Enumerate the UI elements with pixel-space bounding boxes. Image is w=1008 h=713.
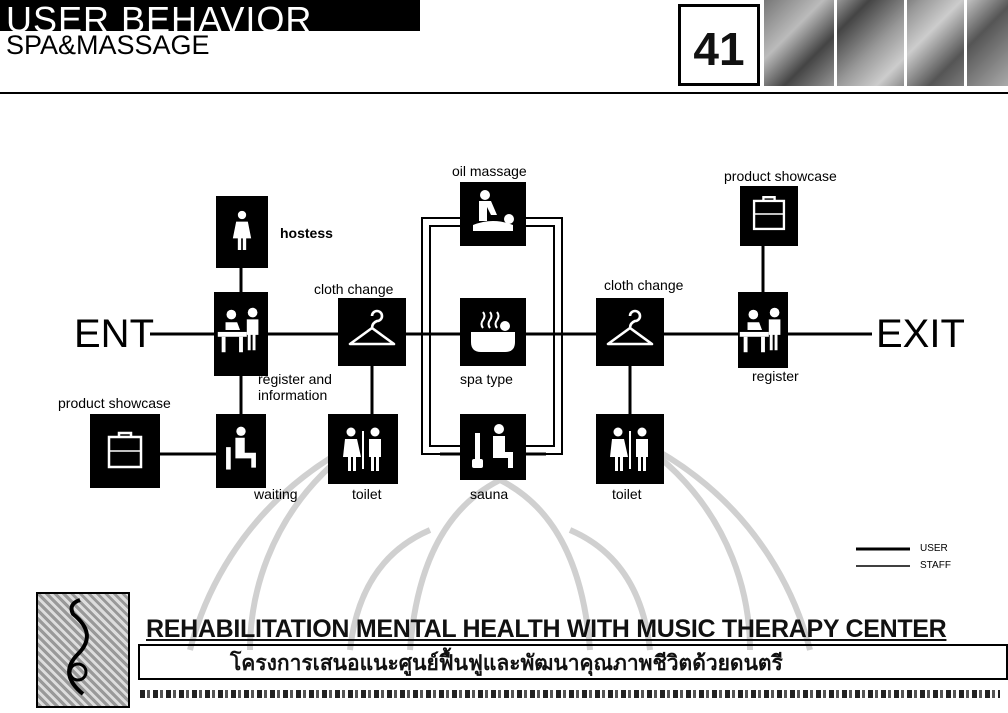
legend-user-label: USER	[920, 543, 948, 554]
sauna-label: sauna	[470, 486, 509, 502]
cloth-change-label-2: cloth change	[604, 277, 684, 293]
oil-massage-icon	[460, 182, 526, 246]
product-showcase-left-label: product showcase	[58, 395, 171, 411]
entry-label: ENT	[74, 312, 154, 356]
page-title: USER BEHAVIOR	[6, 0, 313, 40]
product-showcase-right-icon	[740, 186, 798, 246]
footer-thai-box	[138, 644, 1008, 680]
exit-label: EXIT	[876, 312, 965, 356]
register-desk-icon	[214, 292, 268, 376]
spa-type-label: spa type	[460, 371, 513, 387]
cloth-change-label: cloth change	[314, 281, 394, 297]
spa-bath-icon	[460, 298, 526, 366]
register-info-label-1: register and	[258, 371, 332, 387]
legend-staff-label: STAFF	[920, 560, 951, 571]
hostess-label: hostess	[280, 225, 333, 241]
page-number: 41	[678, 4, 760, 86]
toilet-label-2: toilet	[612, 486, 642, 502]
title-bar	[0, 0, 420, 31]
footer-credit-line	[140, 690, 1000, 698]
register-label: register	[752, 368, 799, 384]
music-logo-icon	[36, 592, 130, 708]
register-info-label-2: information	[258, 387, 328, 403]
oil-massage-label: oil massage	[452, 163, 527, 179]
page-subtitle: SPA&MASSAGE	[6, 30, 210, 60]
waiting-label: waiting	[254, 486, 298, 502]
toilet-icon	[328, 414, 398, 484]
hostess-icon	[216, 196, 268, 268]
product-showcase-left-icon	[90, 414, 160, 488]
sauna-icon	[460, 414, 526, 480]
register-desk-icon-2	[738, 292, 788, 368]
footer-thai-title: โครงการเสนอแนะศูนย์ฟื้นฟูและพัฒนาคุณภาพช…	[230, 651, 783, 675]
header-divider	[0, 92, 1008, 94]
user-flow-diagram	[90, 182, 910, 567]
toilet-label: toilet	[352, 486, 382, 502]
cloth-change-hanger-icon	[338, 298, 406, 366]
toilet-icon-2	[596, 414, 664, 484]
product-showcase-right-label: product showcase	[724, 168, 837, 184]
footer-title: REHABILITATION MENTAL HEALTH WITH MUSIC …	[146, 615, 947, 643]
header-photo-strip	[764, 0, 1008, 86]
waiting-seat-icon	[216, 414, 266, 488]
cloth-change-hanger-icon-2	[596, 298, 664, 366]
